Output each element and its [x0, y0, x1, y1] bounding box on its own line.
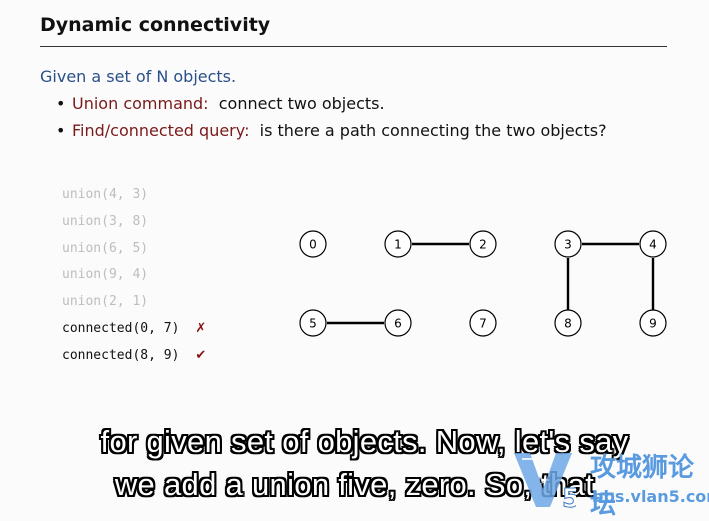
cross-mark-icon: ✗	[195, 320, 207, 336]
subtitle-line-1: for given set of objects. Now, let's say	[100, 424, 629, 459]
node-3: 3	[554, 230, 582, 258]
operations-list: union(4, 3) union(3, 8) union(6, 5) unio…	[62, 185, 206, 373]
check-mark-icon: ✔	[195, 347, 207, 363]
operation-line: union(2, 1)	[62, 292, 206, 319]
watermark-url: bbs.vlan5.com	[592, 487, 709, 506]
intro-text: Given a set of N objects.	[40, 67, 237, 86]
node-0: 0	[299, 230, 327, 258]
node-4: 4	[639, 230, 667, 258]
bullet-item-find: • Find/connected query: is there a path c…	[56, 121, 607, 140]
bullet-dot-icon: •	[56, 94, 66, 113]
operation-line: union(3, 8)	[62, 212, 206, 239]
node-label: 1	[394, 238, 402, 252]
node-label: 7	[479, 317, 487, 331]
operation-text: connected(8, 9)	[62, 347, 180, 363]
operation-text: union(2, 1)	[62, 294, 149, 310]
operation-line: connected(0, 7) ✗	[62, 319, 206, 346]
bullet-list: • Union command: connect two objects. • Fi…	[56, 94, 607, 148]
graph-edges	[327, 242, 655, 325]
bullet-term: Find/connected query:	[72, 121, 250, 140]
operation-line: union(9, 4)	[62, 265, 206, 292]
operation-line: union(4, 3)	[62, 185, 206, 212]
node-label: 0	[309, 238, 317, 252]
bullet-term: Union command:	[72, 94, 209, 113]
node-label: 3	[564, 238, 572, 252]
title-divider	[40, 46, 667, 47]
watermark-badge-digit: 5	[562, 484, 576, 511]
node-9: 9	[639, 309, 667, 337]
bullet-item-union: • Union command: connect two objects.	[56, 94, 607, 113]
operation-text: union(6, 5)	[62, 240, 149, 256]
subtitle-line-2: we add a union five, zero. So, that	[114, 467, 595, 502]
operation-line: connected(8, 9) ✔	[62, 346, 206, 373]
bullet-text: connect two objects.	[218, 94, 385, 113]
bullet-dot-icon: •	[56, 121, 66, 140]
node-label: 9	[649, 317, 657, 331]
operation-text: union(3, 8)	[62, 213, 149, 229]
operation-line: union(6, 5)	[62, 239, 206, 266]
node-label: 4	[649, 238, 657, 252]
node-label: 8	[564, 317, 572, 331]
node-label: 5	[309, 317, 317, 331]
watermark-name: 攻城狮论坛	[590, 453, 695, 520]
watermark: 5 攻城狮论坛 bbs.vlan5.com	[506, 443, 709, 520]
node-6: 6	[384, 309, 412, 337]
node-1: 1	[384, 230, 412, 258]
node-5: 5	[299, 309, 327, 337]
bullet-text: is there a path connecting the two objec…	[259, 121, 607, 140]
node-label: 2	[479, 238, 487, 252]
node-2: 2	[469, 230, 497, 258]
node-7: 7	[469, 309, 497, 337]
node-label: 6	[394, 317, 402, 331]
watermark-logo-icon: 5	[514, 453, 576, 511]
page-title: Dynamic connectivity	[40, 14, 271, 36]
operation-text: union(4, 3)	[62, 187, 149, 202]
operation-text: union(9, 4)	[62, 267, 149, 283]
operation-text: connected(0, 7)	[62, 320, 180, 336]
node-8: 8	[554, 309, 582, 337]
graph-nodes: 0 1 2 3 4 5 6 7	[299, 230, 667, 337]
